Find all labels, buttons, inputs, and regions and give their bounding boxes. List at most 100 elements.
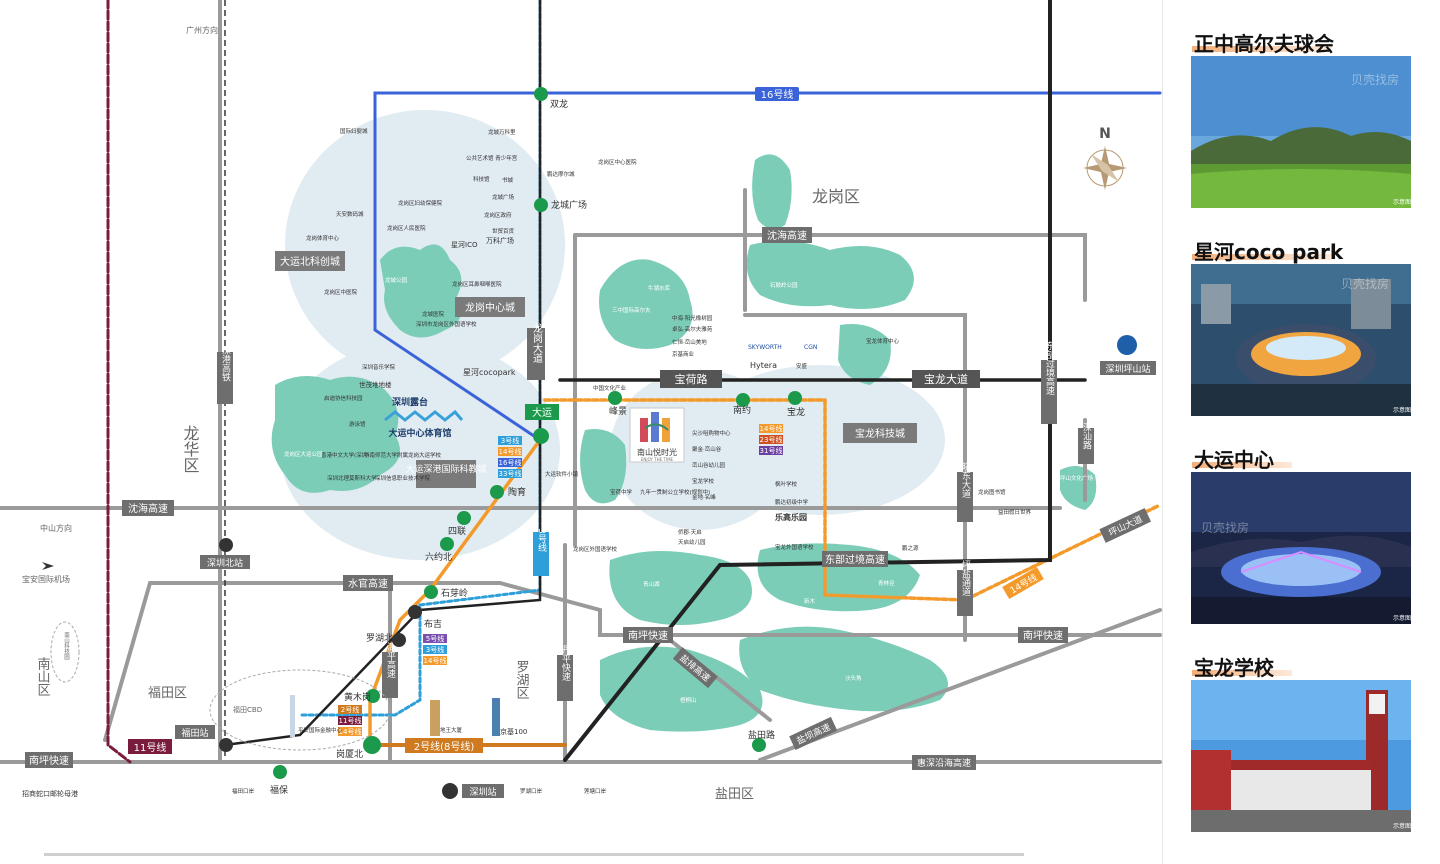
poi-quzhongyi: 龙岗区中医院 — [324, 288, 358, 296]
district-yantian: 盐田区 — [715, 787, 754, 802]
zone-box-longgang — [455, 297, 525, 317]
poi-xingheico: 星河ICO — [451, 241, 478, 249]
district-longgang: 龙岗区 — [812, 187, 860, 206]
road-label-shenshan: 深汕路 — [1081, 422, 1092, 450]
att-underline-2 — [1192, 254, 1332, 260]
badge-hmg-11 — [338, 716, 362, 725]
badge-buji-14 — [423, 656, 447, 665]
green-area-shigu — [746, 241, 914, 309]
green-area-matou — [739, 626, 948, 712]
metro-label-box-16 — [755, 87, 799, 101]
green-area-longcheng — [380, 244, 462, 338]
road-label-xiaodong: 晓东大道 — [960, 461, 971, 499]
poi-zhongjian: 中海·阳光橡树园 — [672, 314, 713, 322]
poi-wutong: 梧桐山 — [680, 696, 697, 704]
poi-pengda-ms: 鹏达初级中学 — [775, 498, 809, 506]
att-underline-1 — [1192, 46, 1332, 52]
poi-baolong-wy: 宝龙外国语学校 — [775, 543, 814, 551]
attraction-photo-golf: 贝壳找房 示意图 — [1191, 56, 1411, 208]
poi-fengye: 枫叶学校 — [775, 480, 798, 488]
poi-gonggong: 公共艺术馆 青少年宫 — [466, 154, 518, 162]
poi-renmin: 龙岗区人民医院 — [387, 224, 426, 232]
poi-qiaoqu: 侨郡·天启 — [678, 528, 702, 536]
district-futian: 福田区 — [148, 686, 187, 701]
road-label-box-dongbu-h — [822, 551, 888, 567]
district-labels: 龙岗区 龙华区 南山区 福田区 罗湖区 盐田区 — [35, 187, 861, 802]
badge-dayun-3 — [498, 436, 522, 445]
attraction-tag-2: 示意图 — [1393, 406, 1411, 414]
poi-xinxi: 深圳信息职业技术学院 — [375, 474, 431, 482]
badge-nanyue-14 — [759, 424, 783, 433]
road-label-nanping-e: 南坪快速 — [1023, 629, 1063, 642]
poi-longchengyy: 龙城医院 — [422, 310, 445, 318]
road-nanping-w — [103, 581, 152, 742]
direction-airport: 宝安国际机场 — [22, 574, 70, 584]
road-label-box-qingping — [382, 652, 398, 698]
station-label-fubao: 福保 — [270, 784, 288, 796]
poi-youyong: 游泳馆 — [349, 420, 366, 428]
station-label-longcheng: 龙城广场 — [551, 199, 587, 211]
attraction-title-baolong: 宝龙学校 — [1194, 656, 1274, 680]
road-label-shuiguan: 水官高速 — [348, 577, 388, 590]
road-label-box-yanba — [789, 716, 838, 750]
poi-zhongguo-wenhua: 中国文化产业 — [593, 384, 627, 392]
poi-jincheng: 金地·名峰 — [692, 493, 716, 501]
road-label-qingping: 清平高速 — [385, 641, 396, 679]
poi-guojiyiyuan: 国际妇婴城 — [340, 127, 368, 135]
poi-longchengwanke: 龙城万科里 — [488, 128, 516, 136]
metro-label-box-3 — [533, 532, 549, 576]
line-badges: 3号线 14号线 16号线 33号线 14号线 23号线 31号线 5号线 3号… — [338, 424, 783, 736]
area-map: 龙岗大道 沈海高速 宝荷路 宝龙大道 东部过境高速 沈海高速 东部过境高速 水官… — [0, 0, 1162, 802]
green-area-niuhu — [599, 259, 693, 349]
station-label-shiyaling: 石芽岭 — [441, 587, 468, 599]
compass-n-label: N — [1099, 126, 1111, 142]
zone-box-dayun-kechuang — [275, 251, 345, 271]
poi-wanke: 万科广场 — [486, 236, 514, 245]
station-icon-shiyaling — [424, 585, 438, 599]
zone-label-dayun-kechuang: 大运北科创城 — [280, 255, 340, 268]
station-label-shuanglong: 双龙 — [550, 98, 568, 110]
road-label-box-shenhai-n — [762, 227, 812, 243]
green-areas — [271, 154, 1097, 732]
badge-dayun-14-text: 14号线 — [499, 447, 522, 456]
pingan-tower-icon — [290, 695, 295, 737]
station-box-futian — [175, 725, 215, 739]
poi-luohu-kouan: 罗湖口岸 — [520, 787, 543, 795]
poi-baolongxx: 宝龙学校 — [692, 477, 715, 485]
attraction-photo-dayun: 贝壳找房 示意图 — [1191, 472, 1411, 624]
road-label-danping: 丹平快速 — [560, 645, 571, 682]
zone-labels: 大运北科创城 龙岗中心城 大运深港国际科教城 宝龙科技城 深圳露台 大运中心体育… — [275, 251, 917, 488]
station-label-taoyu: 陶育 — [508, 486, 526, 498]
poi-futian-cbd: 福田CBD — [233, 705, 262, 714]
poi-zhuohong: 卓弘·高尔夫雅苑 — [672, 325, 713, 333]
station-label-liuyue: 六约北 — [425, 551, 452, 563]
badge-buji-3-text: 3号线 — [426, 645, 444, 654]
metro-label-line2: 2号线(8号线) — [414, 740, 475, 753]
road-label-box-huishen — [912, 755, 976, 770]
poi-pengzhi: 鹏之源 — [902, 544, 919, 552]
badge-dayun-33-text: 33号线 — [499, 469, 522, 478]
poi-ansheng: 安盛 — [796, 362, 808, 370]
poi-longgangshu: 龙岗图书馆 — [978, 488, 1006, 496]
poi-dayun-ruanjian: 大运软件小镇 — [545, 470, 579, 478]
district-luohu: 罗湖区 — [514, 660, 530, 699]
badge-buji-5-text: 5号线 — [426, 634, 444, 643]
attraction-watermark-1: 贝壳找房 — [1351, 72, 1399, 87]
road-label-box-shenshan — [1078, 428, 1094, 464]
poi-jingji: 京基商业 — [672, 350, 695, 358]
station-icon-yantian — [752, 738, 766, 752]
poi-shatoujiao: 沙头角 — [845, 674, 862, 682]
badge-dayun-14 — [498, 447, 522, 456]
poi-fubao-yuan: 龙岗区妇幼保健院 — [398, 199, 443, 207]
metro-stations — [219, 87, 1137, 799]
futian-cbd-ring — [209, 669, 391, 751]
district-nanshan: 南山区 — [35, 656, 51, 696]
station-icon-taoyu — [490, 485, 504, 499]
poi-qingshan: 青山湖 — [643, 580, 660, 588]
zone-box-baolong — [843, 423, 917, 443]
poi-yiyuan: 益田假日世界 — [998, 508, 1032, 516]
attraction-title-coco: 星河coco park — [1194, 240, 1344, 264]
road-label-longgang-dadao: 龙岗大道 — [531, 322, 543, 363]
disclaimer-footnote — [44, 841, 1064, 856]
attraction-tag-4: 示意图 — [1393, 822, 1411, 830]
